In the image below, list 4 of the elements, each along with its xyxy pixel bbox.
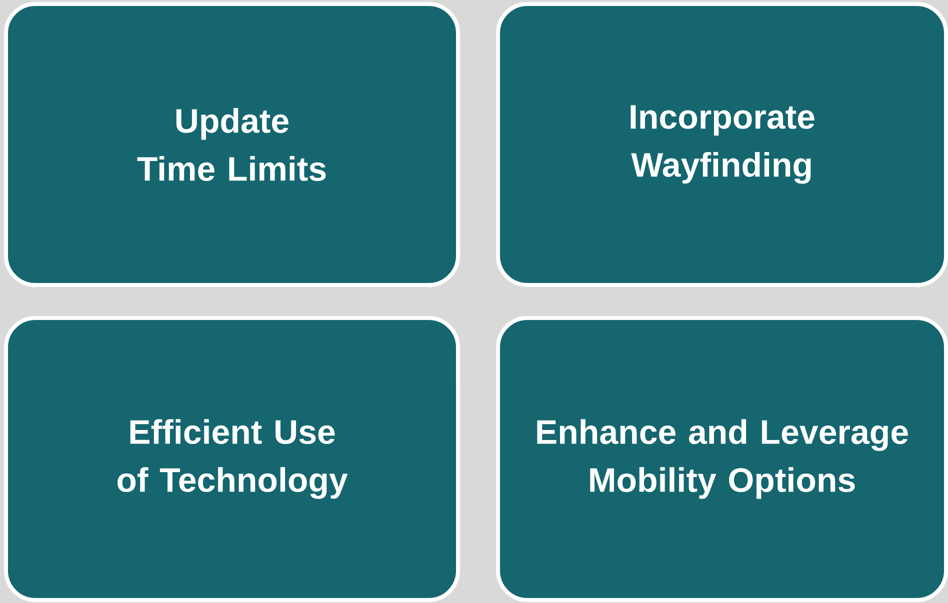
text-box: Enhance and Leverage Mobility Options: [496, 316, 948, 602]
text-box: Update Time Limits: [4, 2, 460, 288]
text-box: Incorporate Wayfinding: [496, 2, 948, 288]
text-box: Efficient Use of Technology: [4, 316, 460, 602]
